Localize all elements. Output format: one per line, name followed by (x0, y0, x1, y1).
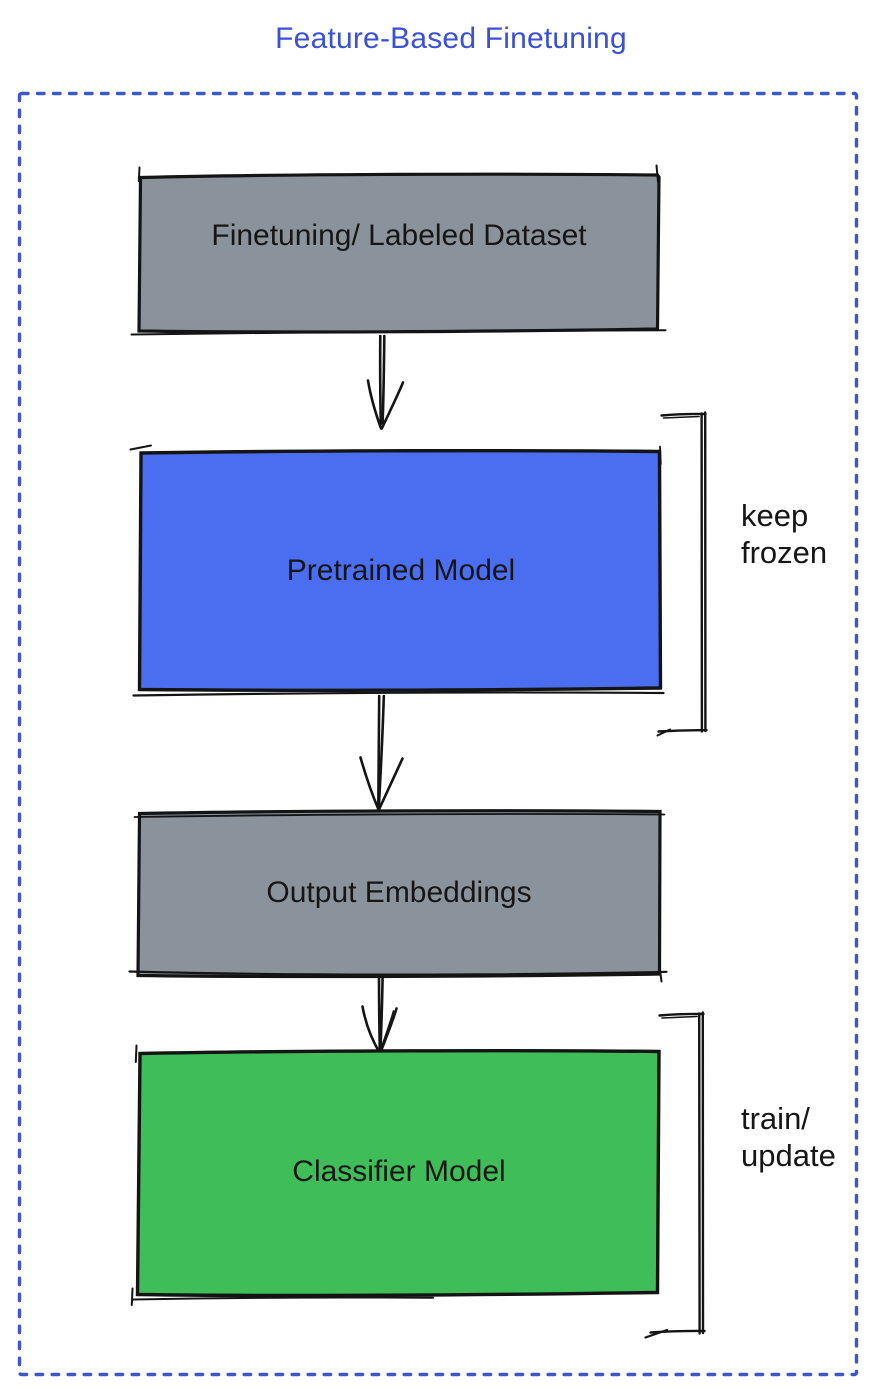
train-update-line-1: train/ (741, 1101, 810, 1136)
node-dataset-label: Finetuning/ Labeled Dataset (211, 219, 587, 252)
node-pretrained-model-box (129, 444, 665, 697)
keep-frozen-line-1: keep (741, 498, 809, 533)
arrow-down-icon-1 (366, 334, 405, 430)
keep-frozen-bracket (656, 411, 708, 737)
arrow-down-icon-2 (359, 694, 404, 811)
node-classifier-model-box (130, 1044, 661, 1306)
keep-frozen-line-2: frozen (741, 535, 828, 570)
train-update-bracket (644, 1011, 706, 1339)
arrow-down-icon-3 (361, 975, 398, 1054)
node-classifier-model-label: Classifier Model (292, 1155, 506, 1188)
keep-frozen-annotation: keep frozen (741, 497, 827, 571)
node-dataset-box (130, 164, 667, 336)
node-output-embeddings-label: Output Embeddings (266, 876, 532, 909)
diagram-title: Feature-Based Finetuning (275, 22, 627, 55)
node-output-embeddings-box (128, 809, 668, 983)
train-update-annotation: train/ update (741, 1100, 836, 1174)
node-pretrained-model-label: Pretrained Model (286, 554, 516, 587)
train-update-line-2: update (741, 1138, 836, 1173)
dotted-frame (17, 91, 859, 1377)
